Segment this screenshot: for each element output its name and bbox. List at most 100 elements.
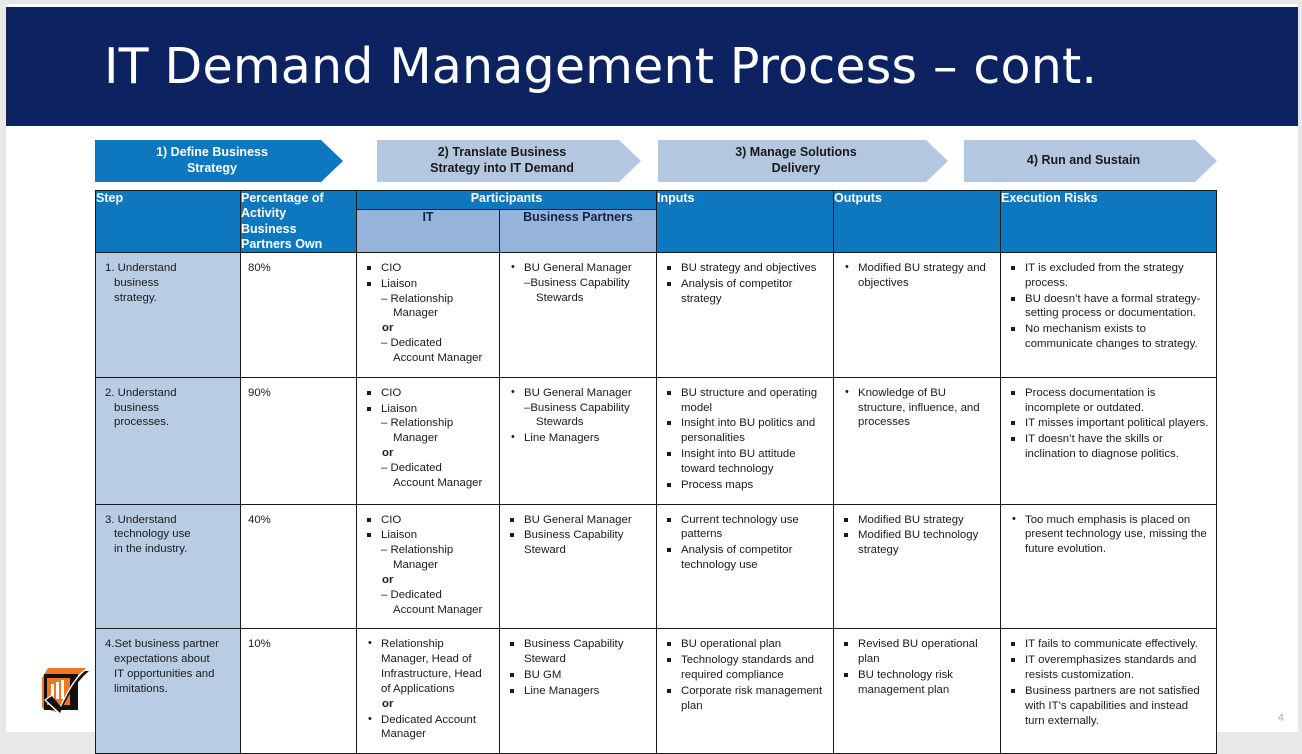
bullet-item-text: CIO — [381, 513, 402, 526]
bullet-list: Relationship Manager, Head of Infrastruc… — [364, 637, 492, 742]
bullet-sub-line: Account Manager — [393, 476, 483, 489]
bullet-item: Analysis of competitor strategy — [664, 277, 826, 307]
bullet-item: Modified BU strategy — [841, 513, 993, 528]
bullet-item-text: Line Managers — [524, 684, 600, 697]
chevron-3-line2: Delivery — [771, 161, 821, 175]
bullet-item: BU doesn’t have a formal strategy-settin… — [1008, 292, 1209, 322]
bullet-item: BU technology risk management plan — [841, 668, 993, 698]
bullet-item: BU operational plan — [664, 637, 826, 652]
bullet-list: IT fails to communicate effectively.IT o… — [1008, 637, 1209, 728]
chevron-step-1[interactable]: 1) Define Business Strategy — [95, 140, 343, 182]
table-header-row-1: Step Percentage of Activity Business Par… — [95, 190, 1217, 253]
bullet-sub-or: or — [382, 697, 394, 710]
bullet-sub-line: Account Manager — [393, 603, 483, 616]
header-percentage-line-3: Business — [241, 221, 297, 236]
bullet-item: Insight into BU attitude toward technolo… — [664, 447, 826, 477]
cell-execution-risks: IT is excluded from the strategy process… — [1000, 252, 1217, 378]
bullet-item: BU General Manager–Business CapabilitySt… — [507, 386, 649, 430]
bullet-sub-line: Account Manager — [393, 351, 483, 364]
bullet-item: Process maps — [664, 478, 826, 493]
bullet-item: Insight into BU politics and personaliti… — [664, 416, 826, 446]
header-execution-risks: Execution Risks — [1000, 190, 1217, 253]
step-line: 4.Set business partner — [105, 638, 219, 651]
bullet-sub-line: –Business Capability — [524, 401, 630, 414]
header-percentage-line-2: Activity — [241, 206, 287, 221]
bullet-item: Dedicated Account Manager — [364, 713, 492, 743]
bullet-item: IT is excluded from the strategy process… — [1008, 261, 1209, 291]
bullet-item: Business Capability Steward — [507, 637, 649, 667]
step-line: 2. Understand — [105, 386, 177, 399]
step-line: strategy. — [114, 291, 157, 304]
step-line: technology use — [114, 528, 191, 541]
bullet-item: Line Managers — [507, 431, 649, 446]
bullet-list: Too much emphasis is placed on present t… — [1008, 513, 1209, 557]
bullet-sub-or: or — [382, 322, 394, 335]
bullet-sub-line: –Business Capability — [524, 276, 630, 289]
bullet-item-text: BU GM — [524, 669, 562, 682]
cell-outputs: Modified BU strategy and objectives — [833, 252, 1001, 378]
step-line: IT opportunities and — [114, 668, 215, 681]
bullet-item: Too much emphasis is placed on present t… — [1008, 513, 1209, 557]
chevron-step-2[interactable]: 2) Translate Business Strategy into IT D… — [377, 140, 641, 182]
cell-business-partners: BU General Manager–Business CapabilitySt… — [499, 376, 657, 505]
chevron-step-3[interactable]: 3) Manage Solutions Delivery — [658, 140, 948, 182]
cell-percentage: 80% — [240, 252, 357, 378]
chevron-2-line1: 2) Translate Business — [437, 145, 567, 160]
chevron-4-line1: 4) Run and Sustain — [1026, 153, 1141, 168]
bullet-item: Knowledge of BU structure, influence, an… — [841, 386, 993, 430]
bullet-sub-line: – Dedicated — [381, 461, 442, 474]
bullet-item-text: Liaison — [381, 402, 418, 415]
bullet-sub-or: or — [382, 573, 394, 586]
bullet-list: Business Capability Steward BU GM Line Man… — [507, 637, 649, 698]
bullet-item: Line Managers — [507, 684, 649, 699]
bullet-item-text: CIO — [381, 262, 402, 274]
header-percentage: Percentage of Activity Business Partners… — [240, 190, 357, 253]
header-it: IT — [356, 209, 500, 253]
bullet-item: BU strategy and objectives — [664, 261, 826, 276]
bullet-item: Technology standards and required compli… — [664, 653, 826, 683]
cell-percentage: 10% — [240, 628, 357, 754]
bullet-sub-line: – Relationship — [381, 417, 454, 430]
bullet-list: BU General Manager–Business CapabilitySt… — [507, 386, 649, 446]
step-line: expectations about — [114, 653, 210, 666]
header-outputs: Outputs — [833, 190, 1001, 253]
bullet-item: BU General Manager — [507, 513, 649, 528]
bullet-item-text: Business Capability Steward — [524, 638, 624, 666]
bullet-item: CIO — [364, 513, 492, 528]
page-title: IT Demand Management Process – cont. — [104, 38, 1098, 95]
step-line: business — [114, 401, 159, 414]
bullet-item: BU General Manager–Business CapabilitySt… — [507, 261, 649, 305]
header-percentage-line-1: Percentage of — [241, 191, 324, 205]
bullet-sub-or: or — [382, 447, 394, 460]
bullet-item-text: Liaison — [381, 277, 418, 290]
bullet-item: IT fails to communicate effectively. — [1008, 637, 1209, 652]
bullet-item-text: CIO — [381, 386, 402, 399]
process-chevron-row: 1) Define Business Strategy 2) Translate… — [95, 140, 1217, 182]
bullet-item: Modified BU strategy and objectives — [841, 261, 993, 291]
title-band: IT Demand Management Process – cont. — [6, 7, 1298, 126]
bullet-sub-line: Manager — [393, 307, 438, 320]
bullet-item: CIO — [364, 386, 492, 401]
chevron-1-line2: Strategy — [186, 161, 238, 175]
header-participants: Participants — [356, 190, 657, 210]
chevron-step-4[interactable]: 4) Run and Sustain — [964, 140, 1217, 182]
bullet-sub-line: – Dedicated — [381, 588, 442, 601]
cell-outputs: Knowledge of BU structure, influence, an… — [833, 376, 1001, 505]
bullet-sub-line: – Dedicated — [381, 337, 442, 350]
cell-business-partners: Business Capability Steward BU GM Line Man… — [499, 628, 657, 754]
